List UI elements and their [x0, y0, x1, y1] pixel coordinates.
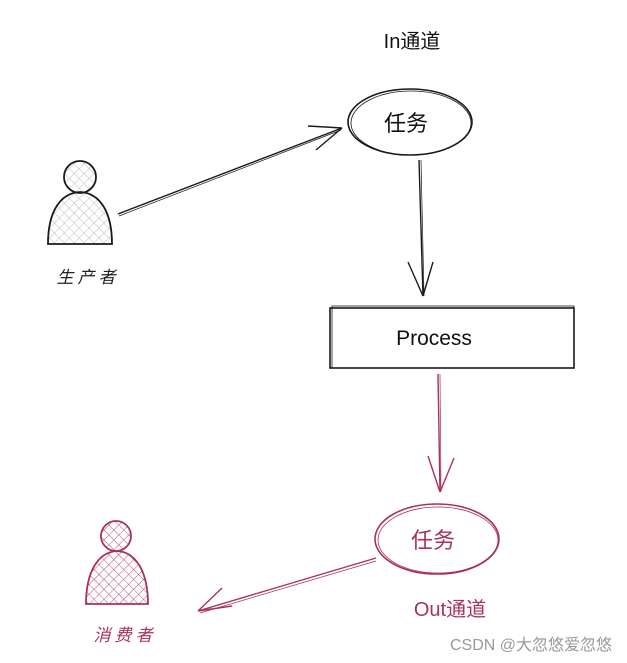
consumer-person-icon [85, 520, 149, 605]
arrow-task-to-process [407, 159, 434, 297]
csdn-watermark: CSDN @大忽悠爱忽悠 [450, 636, 612, 654]
task-in-node: 任务 [347, 88, 473, 156]
arrow-producer-to-task [117, 125, 343, 217]
in-channel-label: In通道 [384, 30, 441, 53]
arrow-process-to-task-out [427, 373, 455, 493]
producer-person-icon [47, 160, 113, 245]
process-label: Process [396, 327, 472, 350]
task-out-node: 任务 [374, 503, 500, 575]
process-box: Process [329, 305, 575, 369]
producer-label: 生产者 [57, 268, 120, 288]
task-out-label: 任务 [411, 528, 455, 553]
out-channel-label: Out通道 [414, 598, 486, 621]
consumer-label: 消费者 [94, 626, 157, 646]
arrow-task-to-consumer [197, 557, 377, 614]
task-in-label: 任务 [384, 111, 428, 136]
